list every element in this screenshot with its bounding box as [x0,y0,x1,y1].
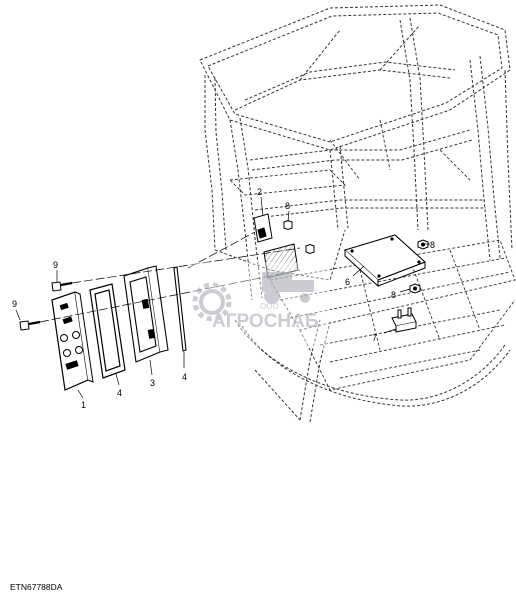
callout-4-seal: 4 [182,372,187,382]
tractor-icon [262,272,314,304]
seal-part-4 [173,266,187,352]
cab-floor [229,119,516,391]
watermark-name: АГРОСНАБ [212,311,319,332]
callout-7: 7 [372,333,377,343]
housing-part-3 [123,265,169,363]
callout-9-top: 9 [53,260,58,270]
callout-8-mid: 8 [391,290,396,300]
watermark-prefix: ООО [260,302,279,311]
cab-frame [199,4,513,423]
callout-9-left: 9 [12,299,17,309]
figure-code: ETN67788DA [10,582,63,592]
cover-plate-part-6 [343,234,427,288]
callout-2: 2 [257,187,262,197]
callout-6: 6 [345,277,350,287]
bracket-part-2 [253,213,299,279]
gear-icon [192,282,232,322]
callout-4-gasket: 4 [117,388,122,398]
leader-lines [15,196,430,399]
bracket-part-7 [391,307,417,333]
watermark: ООО АГРОСНАБ [190,262,330,348]
callout-1: 1 [81,400,86,410]
callout-labels: 1 2 3 4 4 6 7 8 8 8 9 9 [12,187,435,410]
cover-panel-part-1 [51,291,94,391]
callout-8-top: 8 [285,201,290,211]
bolt-part-9 [19,281,73,331]
gasket-part-4 [89,283,126,379]
callout-8-right: 8 [430,240,435,250]
callout-3: 3 [150,378,155,388]
